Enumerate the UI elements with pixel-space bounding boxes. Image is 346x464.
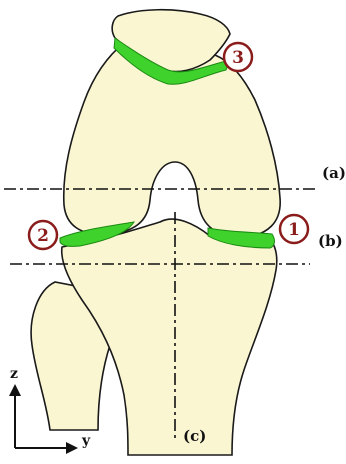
- section-label-c: (c): [183, 427, 206, 445]
- y-axis-arrowhead: [66, 442, 78, 454]
- section-label-b: (b): [318, 232, 343, 250]
- marker-2: 2: [29, 221, 57, 249]
- marker-2-label: 2: [37, 226, 49, 246]
- z-axis-arrowhead: [9, 384, 21, 396]
- section-label-a: (a): [322, 164, 346, 182]
- z-axis-label: z: [10, 366, 18, 382]
- y-axis-label: y: [81, 433, 91, 449]
- marker-1: 1: [280, 215, 308, 243]
- marker-1-label: 1: [288, 220, 300, 240]
- marker-3-label: 3: [232, 48, 244, 68]
- marker-3: 3: [224, 43, 252, 71]
